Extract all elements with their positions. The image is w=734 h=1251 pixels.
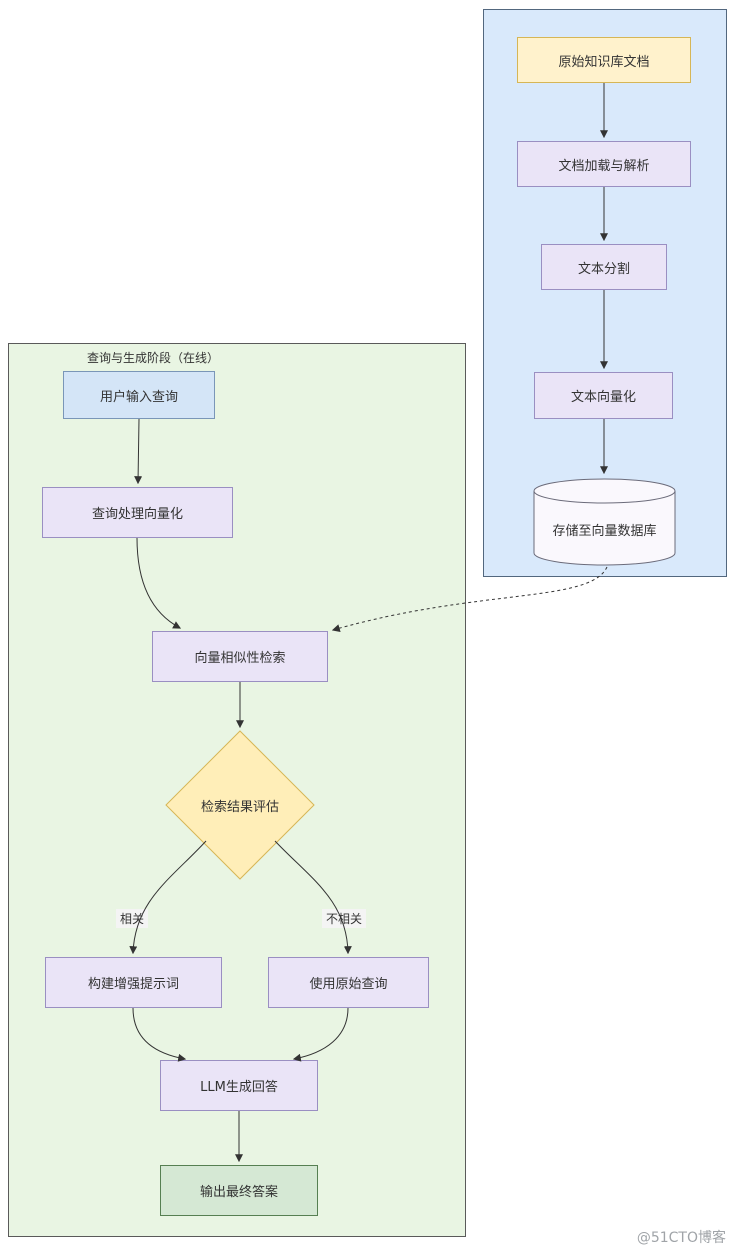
vector-database-cylinder-shape [533,478,676,566]
node-source-document: 原始知识库文档 [517,37,691,83]
watermark: @51CTO博客 [636,1230,726,1246]
edge-label-irrelevant: 不相关 [322,909,367,928]
node-vector-database: 存储至向量数据库 [533,477,676,567]
node-similarity-search: 向量相似性检索 [152,631,328,682]
node-user-query: 用户输入查询 [63,371,215,419]
node-build-prompt: 构建增强提示词 [45,957,222,1008]
edge-label-relevant: 相关 [116,909,149,928]
node-vector-database-label: 存储至向量数据库 [552,523,657,539]
node-evaluate-decision: 检索结果评估 [165,730,315,880]
node-original-query: 使用原始查询 [268,957,429,1008]
node-text-vectorize: 文本向量化 [534,372,673,419]
node-evaluate-label: 检索结果评估 [200,799,279,815]
node-query-vectorize: 查询处理向量化 [42,487,233,538]
node-doc-load-parse: 文档加载与解析 [517,141,691,187]
vector-database-cylinder-top [533,490,676,504]
node-final-answer: 输出最终答案 [160,1165,318,1216]
node-llm-answer: LLM生成回答 [160,1060,318,1111]
online-phase-title: 查询与生成阶段（在线） [87,351,220,365]
node-text-split: 文本分割 [541,244,667,290]
